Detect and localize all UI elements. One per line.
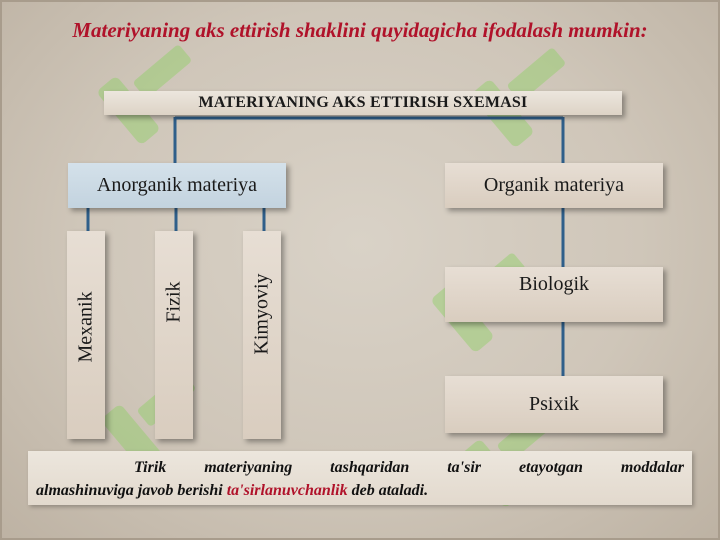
scheme-title-box: MATERIYANING AKS ETTIRISH SXEMASI xyxy=(104,91,622,115)
organic-node: Organik materiya xyxy=(445,163,663,208)
mexanik-node: Mexanik xyxy=(67,231,105,439)
kimyoviy-label: Kimyoviy xyxy=(250,273,273,355)
psixik-node: Psixik xyxy=(445,376,663,433)
note-line-1: Tirik materiyaning tashqaridan ta'sir et… xyxy=(134,459,684,476)
fizik-label: Fizik xyxy=(162,281,185,323)
note-part-3: deb ataladi. xyxy=(351,482,429,499)
note-part-2: almashinuviga javob berishi xyxy=(36,482,223,499)
fizik-node: Fizik xyxy=(155,231,193,439)
definition-note: Tirik materiyaning tashqaridan ta'sir et… xyxy=(28,451,692,505)
mexanik-label: Mexanik xyxy=(74,291,97,363)
biologik-node: Biologik xyxy=(445,267,663,322)
anorganic-node: Anorganik materiya xyxy=(68,163,286,208)
kimyoviy-node: Kimyoviy xyxy=(243,231,281,439)
slide-title: Materiyaning aks ettirish shaklini quyid… xyxy=(72,18,648,42)
note-highlight-term: ta'sirlanuvchanlik xyxy=(226,482,348,499)
